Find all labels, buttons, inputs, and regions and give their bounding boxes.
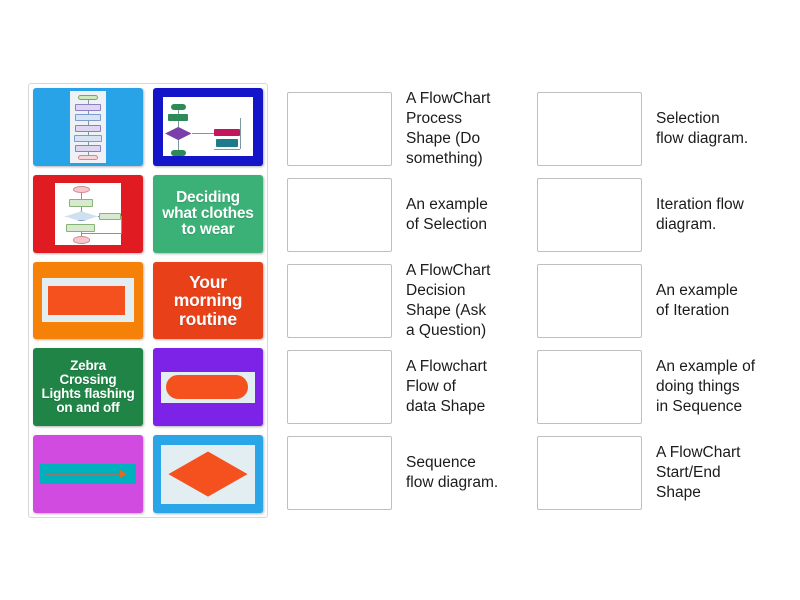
answer-label-7: Iteration flow diagram. [656, 196, 744, 233]
drop-zone-3[interactable] [287, 264, 392, 338]
drop-zone-4[interactable] [287, 350, 392, 424]
tile-iteration-flow-diagram[interactable] [33, 174, 143, 253]
drop-zone-10[interactable] [537, 436, 642, 510]
drop-zone-5[interactable] [287, 436, 392, 510]
drop-zone-6[interactable] [537, 92, 642, 166]
tile-process-shape[interactable] [33, 261, 143, 340]
tile-start-end-shape[interactable] [153, 348, 263, 427]
answer-row: A FlowChart Process Shape (Do something) [287, 86, 502, 172]
tile-caption: Deciding what clothes to wear [162, 188, 254, 238]
answer-row: Sequence flow diagram. [287, 430, 502, 516]
answer-label-5: Sequence flow diagram. [406, 454, 499, 491]
tile-caption: Your morning routine [173, 272, 243, 329]
drop-zone-7[interactable] [537, 178, 642, 252]
answer-label-6: Selection flow diagram. [656, 110, 749, 147]
answer-label-8: An example of Iteration [656, 282, 738, 319]
tile-grid: Deciding what clothes to wear Your morni… [33, 88, 263, 513]
answer-label-4: A Flowchart Flow of data Shape [406, 358, 487, 415]
tile-sequence-flow-diagram[interactable] [33, 88, 143, 166]
answer-row: An example of Iteration [537, 258, 767, 344]
tile-deciding-what-clothes-to-wear[interactable]: Deciding what clothes to wear [153, 174, 263, 253]
answer-row: Selection flow diagram. [537, 86, 767, 172]
drop-zone-2[interactable] [287, 178, 392, 252]
tile-zebra-crossing-lights[interactable]: Zebra Crossing Lights flashing on and of… [33, 348, 143, 427]
drop-zone-1[interactable] [287, 92, 392, 166]
answer-column-1: A FlowChart Process Shape (Do something)… [287, 86, 502, 516]
tile-your-morning-routine[interactable]: Your morning routine [153, 261, 263, 340]
answer-column-2: Selection flow diagram. Iteration flow d… [537, 86, 767, 516]
tile-flow-of-data-shape[interactable] [33, 435, 143, 513]
tile-caption: Zebra Crossing Lights flashing on and of… [41, 358, 135, 416]
answer-label-10: A FlowChart Start/End Shape [656, 444, 741, 501]
tile-decision-shape[interactable] [153, 435, 263, 513]
answer-label-1: A FlowChart Process Shape (Do something) [406, 90, 491, 167]
tile-selection-flow-diagram[interactable] [153, 88, 263, 166]
drop-zone-9[interactable] [537, 350, 642, 424]
answer-label-3: A FlowChart Decision Shape (Ask a Questi… [406, 262, 491, 339]
drop-zone-8[interactable] [537, 264, 642, 338]
answer-row: A FlowChart Start/End Shape [537, 430, 767, 516]
answer-label-2: An example of Selection [406, 196, 488, 233]
answer-row: A Flowchart Flow of data Shape [287, 344, 502, 430]
draggable-tile-tray: Deciding what clothes to wear Your morni… [28, 83, 268, 518]
answer-row: A FlowChart Decision Shape (Ask a Questi… [287, 258, 502, 344]
answer-row: An example of Selection [287, 172, 502, 258]
answer-label-9: An example of doing things in Sequence [656, 358, 756, 415]
answer-row: An example of doing things in Sequence [537, 344, 767, 430]
answer-row: Iteration flow diagram. [537, 172, 767, 258]
